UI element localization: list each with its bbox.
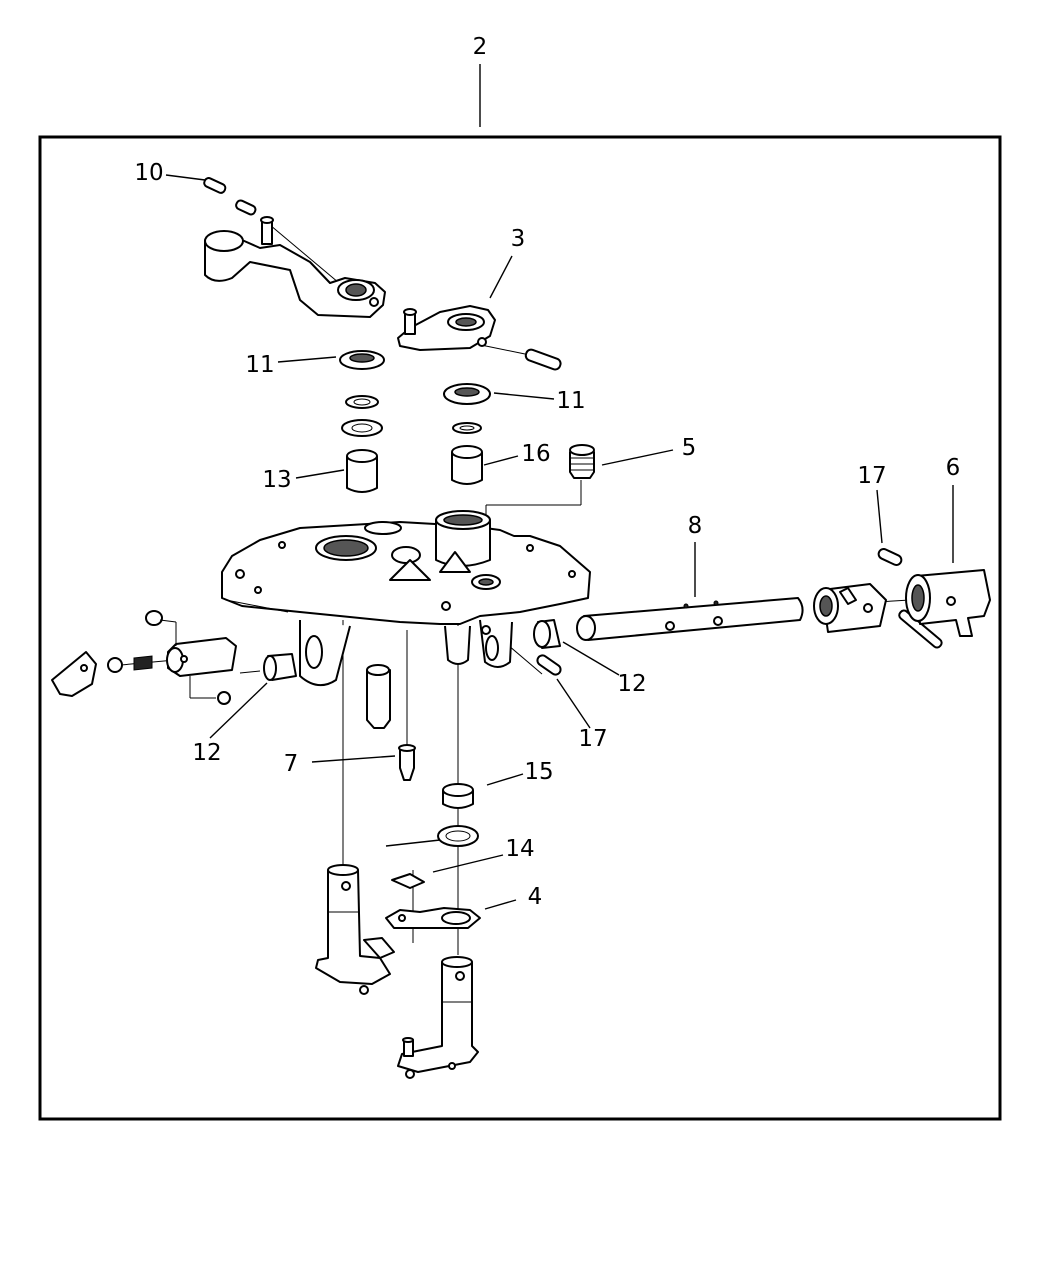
plate-4: [385, 907, 481, 929]
roll-pin-17-right: [877, 548, 903, 566]
lever-3: [397, 305, 562, 371]
assembly-frame: [38, 135, 1002, 1121]
end-cap-6: [905, 569, 991, 637]
right-stack: [443, 383, 491, 485]
callout-10: 10: [134, 160, 163, 186]
vent-fitting-5: [569, 444, 595, 479]
bushing-15: [442, 783, 474, 809]
roll-pin-17-mid: [536, 654, 562, 676]
spring-washer-14: [385, 825, 479, 889]
callout-17-mid: 17: [578, 726, 607, 752]
callout-8: 8: [688, 513, 703, 539]
callout-11-left: 11: [245, 352, 274, 378]
callout-16: 16: [521, 441, 550, 467]
callout-7: 7: [284, 751, 299, 777]
lever-arm-upper: [204, 216, 386, 318]
callout-14: 14: [505, 836, 534, 862]
housing-main: [221, 510, 591, 687]
callout-12-left: 12: [192, 740, 221, 766]
callout-5: 5: [682, 435, 697, 461]
shaft-lower-right: [397, 956, 479, 1079]
callout-11-right: 11: [556, 388, 585, 414]
shaft-lower-left: [315, 864, 395, 995]
leader-lines: [165, 64, 954, 910]
coupler: [813, 583, 943, 649]
callout-labels: 2 10 3 11 11 13 16 5 17 6 8 12 12 17 7 1…: [134, 34, 960, 910]
bushing-12-left: [263, 653, 297, 681]
callout-3: 3: [511, 226, 526, 252]
callout-17-right: 17: [857, 463, 886, 489]
callout-4: 4: [528, 884, 543, 910]
callout-15: 15: [524, 759, 553, 785]
left-detent: [51, 610, 237, 705]
pin-7: [366, 664, 416, 781]
shift-rail-8: [576, 597, 804, 641]
bushing-12-right: [533, 619, 561, 649]
left-stack: [339, 350, 385, 493]
callout-6: 6: [946, 455, 961, 481]
callout-13: 13: [262, 467, 291, 493]
callout-2: 2: [473, 34, 488, 60]
callout-12-right: 12: [617, 671, 646, 697]
roll-pin-10: [203, 177, 257, 216]
